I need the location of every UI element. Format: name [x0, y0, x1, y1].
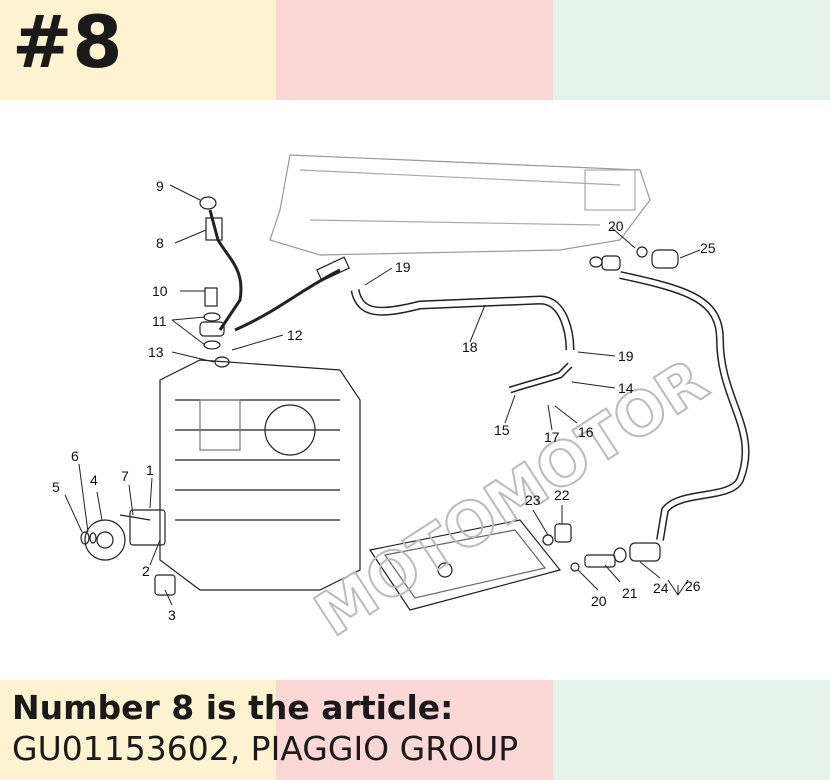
callout-20-top: 20 [608, 218, 624, 234]
callout-17: 17 [544, 429, 560, 445]
callout-22: 22 [554, 487, 570, 503]
callout-12: 12 [287, 327, 303, 343]
caption-article: GU01153602, PIAGGIO GROUP [12, 729, 519, 768]
bottom-color-band [0, 680, 830, 780]
callout-13: 13 [148, 344, 164, 360]
band-mint [553, 0, 830, 100]
callout-25: 23 [525, 492, 541, 508]
callout-4: 4 [90, 472, 98, 488]
callout-24: 26 [685, 578, 701, 594]
callout-19-top: 19 [395, 259, 411, 275]
callout-2: 2 [142, 563, 150, 579]
band-pink-bottom [276, 680, 553, 780]
item-number-title: #8 [12, 0, 123, 84]
callout-20-bottom: 20 [591, 593, 607, 609]
callout-6: 6 [71, 448, 79, 464]
callout-18: 18 [462, 339, 478, 355]
caption-heading: Number 8 is the article: [12, 688, 454, 727]
top-color-band [0, 0, 830, 100]
callout-19-right: 19 [618, 348, 634, 364]
callout-21: 21 [622, 585, 638, 601]
callout-8: 8 [156, 235, 164, 251]
callout-15: 15 [494, 422, 510, 438]
callout-7: 7 [121, 468, 129, 484]
callout-16: 16 [578, 424, 594, 440]
callout-10: 10 [152, 283, 168, 299]
callout-26: 24 [653, 580, 669, 596]
band-pink [276, 0, 553, 100]
callout-11: 11 [152, 313, 167, 329]
callout-14: 14 [618, 380, 634, 396]
callout-3: 3 [168, 607, 176, 623]
band-yellow [0, 0, 276, 100]
callout-5: 5 [52, 479, 60, 495]
callout-23: 25 [700, 240, 716, 256]
callout-9: 9 [156, 178, 164, 194]
band-mint-bottom [553, 680, 830, 780]
parts-diagram: MOTOMOTOR 9 8 10 11 13 12 19 18 19 14 15… [52, 154, 750, 652]
band-yellow-bottom [0, 680, 276, 780]
callout-1: 1 [146, 462, 154, 478]
